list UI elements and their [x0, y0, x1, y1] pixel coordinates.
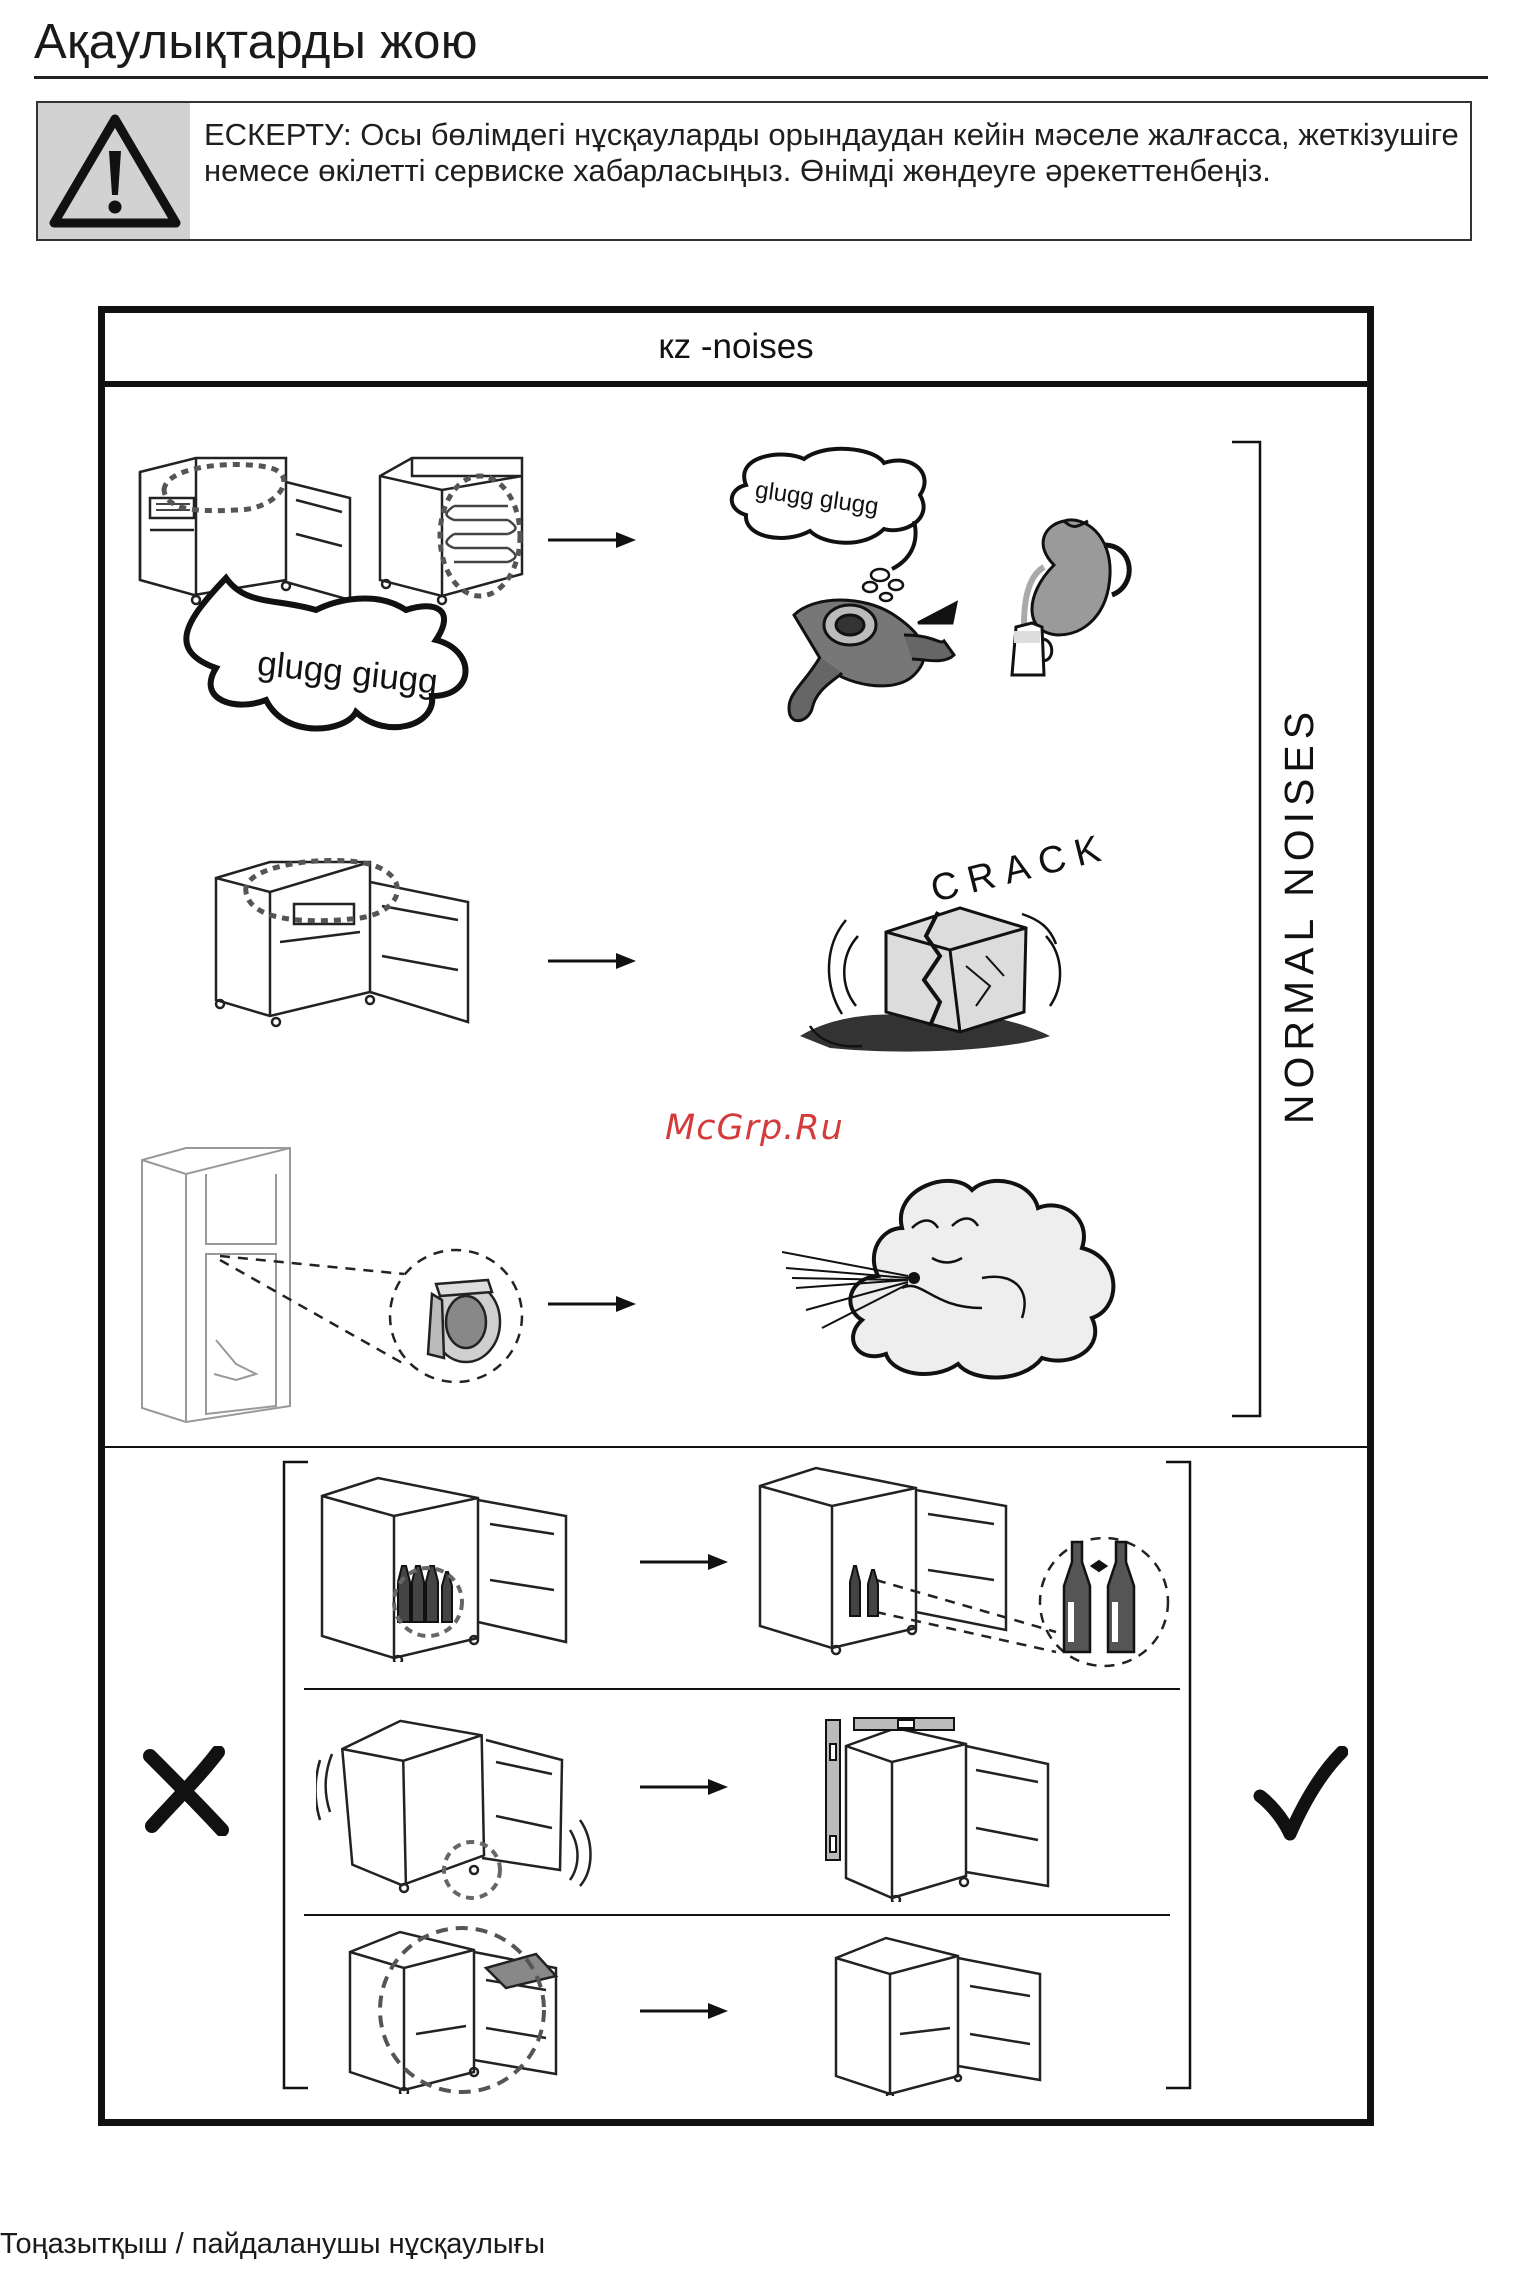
arrow-5	[640, 1775, 730, 1799]
fridge-bottles-spaced-illustration	[756, 1462, 1176, 1672]
fridge-fan-illustration	[136, 1144, 536, 1424]
normal-noises-bracket	[1228, 440, 1268, 1420]
ice-crack-illustration: CRACK	[790, 816, 1120, 1066]
section-divider	[105, 1446, 1367, 1448]
warning-triangle-icon	[46, 109, 184, 233]
diver-jug-illustration: glugg glugg	[724, 445, 1184, 735]
footer: Тоңазытқыш / пайдаланушы нұсқаулығы	[0, 2228, 545, 2261]
normal-noises-label: NORMAL NOISES	[1274, 695, 1324, 1135]
fridge-leveled-illustration	[816, 1716, 1066, 1902]
fridge-glugg-illustration: glugg giugg	[136, 450, 536, 790]
correct-check-icon	[1252, 1746, 1348, 1842]
blowing-cloud-illustration	[782, 1168, 1132, 1388]
bottom-row-divider-2	[304, 1914, 1170, 1916]
bottom-bracket-left	[280, 1460, 310, 2092]
arrow-1	[548, 528, 638, 552]
fridge-tilted-illustration	[316, 1700, 606, 1900]
bottom-row-divider-1	[304, 1688, 1180, 1690]
noises-header: кz -noises	[105, 313, 1367, 387]
arrow-2	[548, 949, 638, 973]
title-divider	[34, 76, 1488, 79]
fridge-door-obstructed-illustration	[346, 1924, 586, 2094]
fridge-bottles-touching-illustration	[318, 1472, 578, 1662]
page-title: Ақаулықтарды жою	[34, 10, 478, 74]
fridge-crack-illustration	[210, 852, 480, 1042]
wrong-cross-icon	[140, 1746, 230, 1836]
warning-text: ЕСКЕРТУ: Осы бөлімдегі нұсқауларды орынд…	[204, 117, 1462, 189]
warning-box: ЕСКЕРТУ: Осы бөлімдегі нұсқауларды орынд…	[36, 101, 1472, 241]
crack-text: CRACK	[927, 826, 1115, 911]
arrow-4	[640, 1550, 730, 1574]
watermark: McGrp.Ru	[665, 1108, 844, 1148]
fridge-door-clear-illustration	[830, 1930, 1060, 2096]
arrow-3	[548, 1292, 638, 1316]
arrow-6	[640, 1999, 730, 2023]
warning-icon-cell	[38, 103, 190, 239]
